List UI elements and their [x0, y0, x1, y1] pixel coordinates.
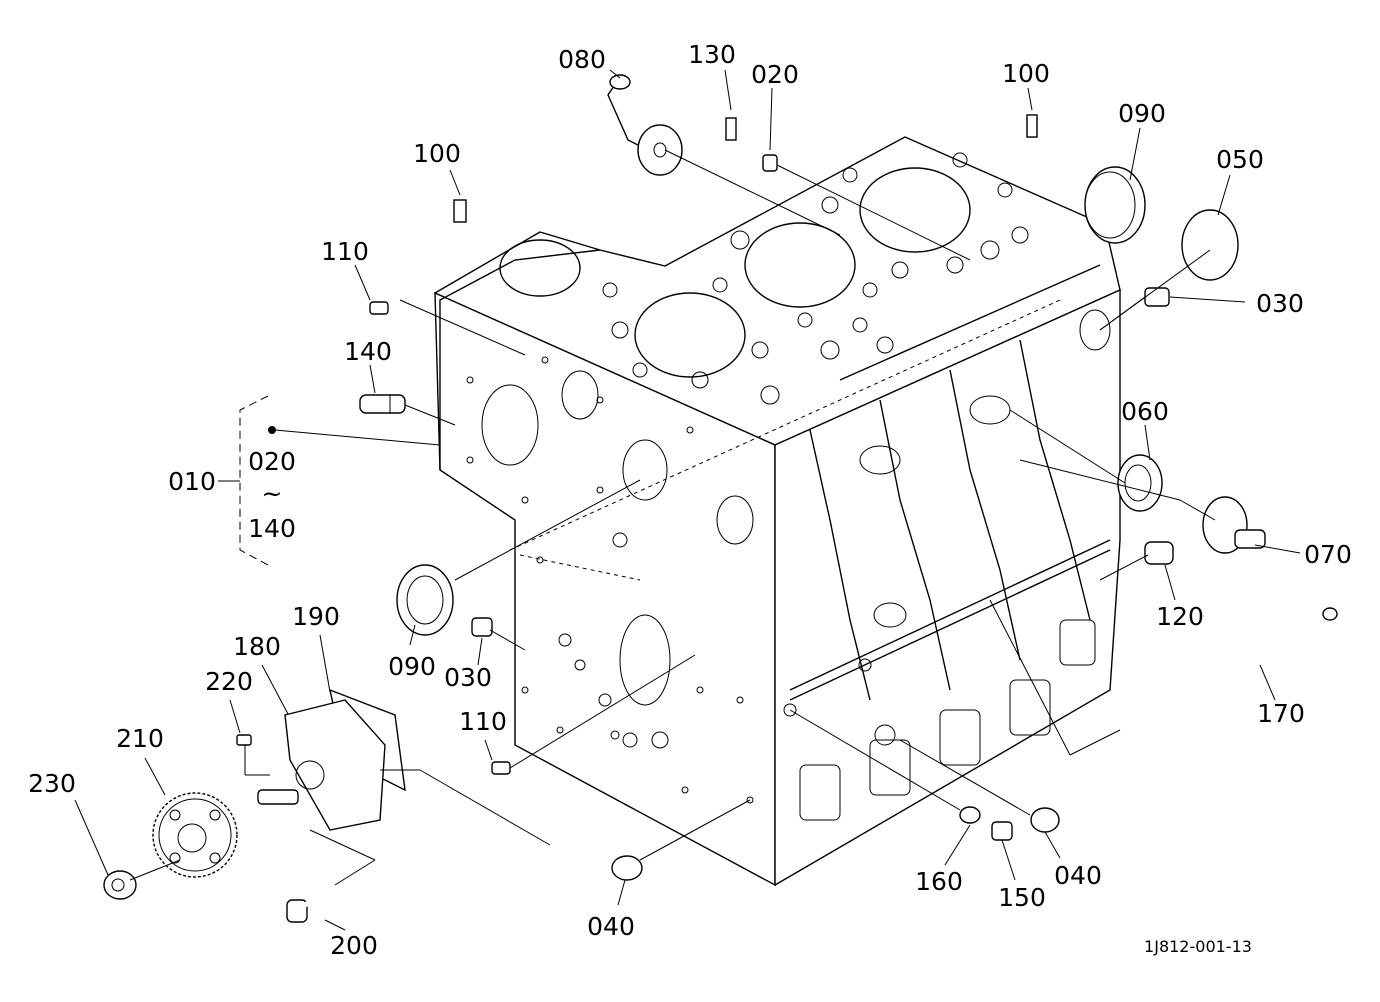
callout-020-top: 020 — [751, 60, 799, 89]
part-040-plug-left — [611, 855, 643, 881]
assembly-range-tilde: ~ — [262, 479, 283, 508]
part-110-pin-top — [369, 301, 389, 315]
part-170-rod — [1118, 607, 1338, 738]
callout-180: 180 — [233, 632, 281, 661]
callout-190: 190 — [292, 602, 340, 631]
part-230-nut — [103, 870, 137, 900]
part-100-pin-right — [1026, 114, 1038, 138]
part-020-plug-top — [762, 154, 778, 172]
callout-100-right: 100 — [1002, 59, 1050, 88]
callout-200: 200 — [330, 931, 378, 960]
callout-labels: 080 130 020 100 090 050 100 110 030 140 … — [28, 40, 1352, 960]
callout-030-left: 030 — [444, 663, 492, 692]
callout-040-right: 040 — [1054, 861, 1102, 890]
callout-210: 210 — [116, 724, 164, 753]
part-030-plug-left — [471, 617, 493, 637]
crankcase-block — [433, 136, 1121, 887]
part-030-plug-right — [1144, 287, 1170, 307]
part-040-plug-right — [1030, 807, 1060, 833]
part-050-cap — [1181, 209, 1239, 281]
drawing-number: 1J812-001-13 — [1144, 937, 1252, 956]
part-080-breather-pipe — [607, 74, 683, 176]
part-150-bolt — [991, 821, 1013, 841]
part-210-gear — [152, 792, 238, 878]
callout-090-top: 090 — [1118, 99, 1166, 128]
callout-030-right: 030 — [1256, 289, 1304, 318]
callout-120: 120 — [1156, 602, 1204, 631]
callout-140: 140 — [344, 337, 392, 366]
part-120-bushing — [1144, 541, 1174, 565]
part-160-washer — [959, 806, 981, 824]
callout-050: 050 — [1216, 145, 1264, 174]
part-130-pin — [725, 117, 737, 141]
callout-040-left: 040 — [587, 912, 635, 941]
part-140-plug — [359, 394, 406, 414]
part-180-oil-pump — [257, 699, 386, 831]
callout-230: 230 — [28, 769, 76, 798]
callout-090-left: 090 — [388, 652, 436, 681]
assembly-range-to: 140 — [248, 514, 296, 543]
part-200-bolt — [286, 875, 357, 923]
callout-100-left: 100 — [413, 139, 461, 168]
part-220-key — [236, 734, 252, 746]
callout-150: 150 — [998, 883, 1046, 912]
callout-060: 060 — [1121, 397, 1169, 426]
callout-080: 080 — [558, 45, 606, 74]
callout-160: 160 — [915, 867, 963, 896]
part-090-seal-left — [396, 564, 454, 636]
callout-110-bottom: 110 — [459, 707, 507, 736]
callout-110-top: 110 — [321, 237, 369, 266]
assembly-bullet — [268, 426, 276, 434]
leader-lines — [74, 69, 1301, 931]
callout-170: 170 — [1257, 699, 1305, 728]
assembly-label: 010 — [168, 467, 216, 496]
part-100-pin-left — [453, 199, 467, 223]
part-110-pin-bottom — [491, 761, 511, 775]
part-090-cap-top — [1084, 166, 1146, 244]
assembly-range-from: 020 — [248, 447, 296, 476]
part-070-bushing — [1202, 496, 1266, 554]
callout-220: 220 — [205, 667, 253, 696]
callout-070: 070 — [1304, 540, 1352, 569]
callout-130: 130 — [688, 40, 736, 69]
